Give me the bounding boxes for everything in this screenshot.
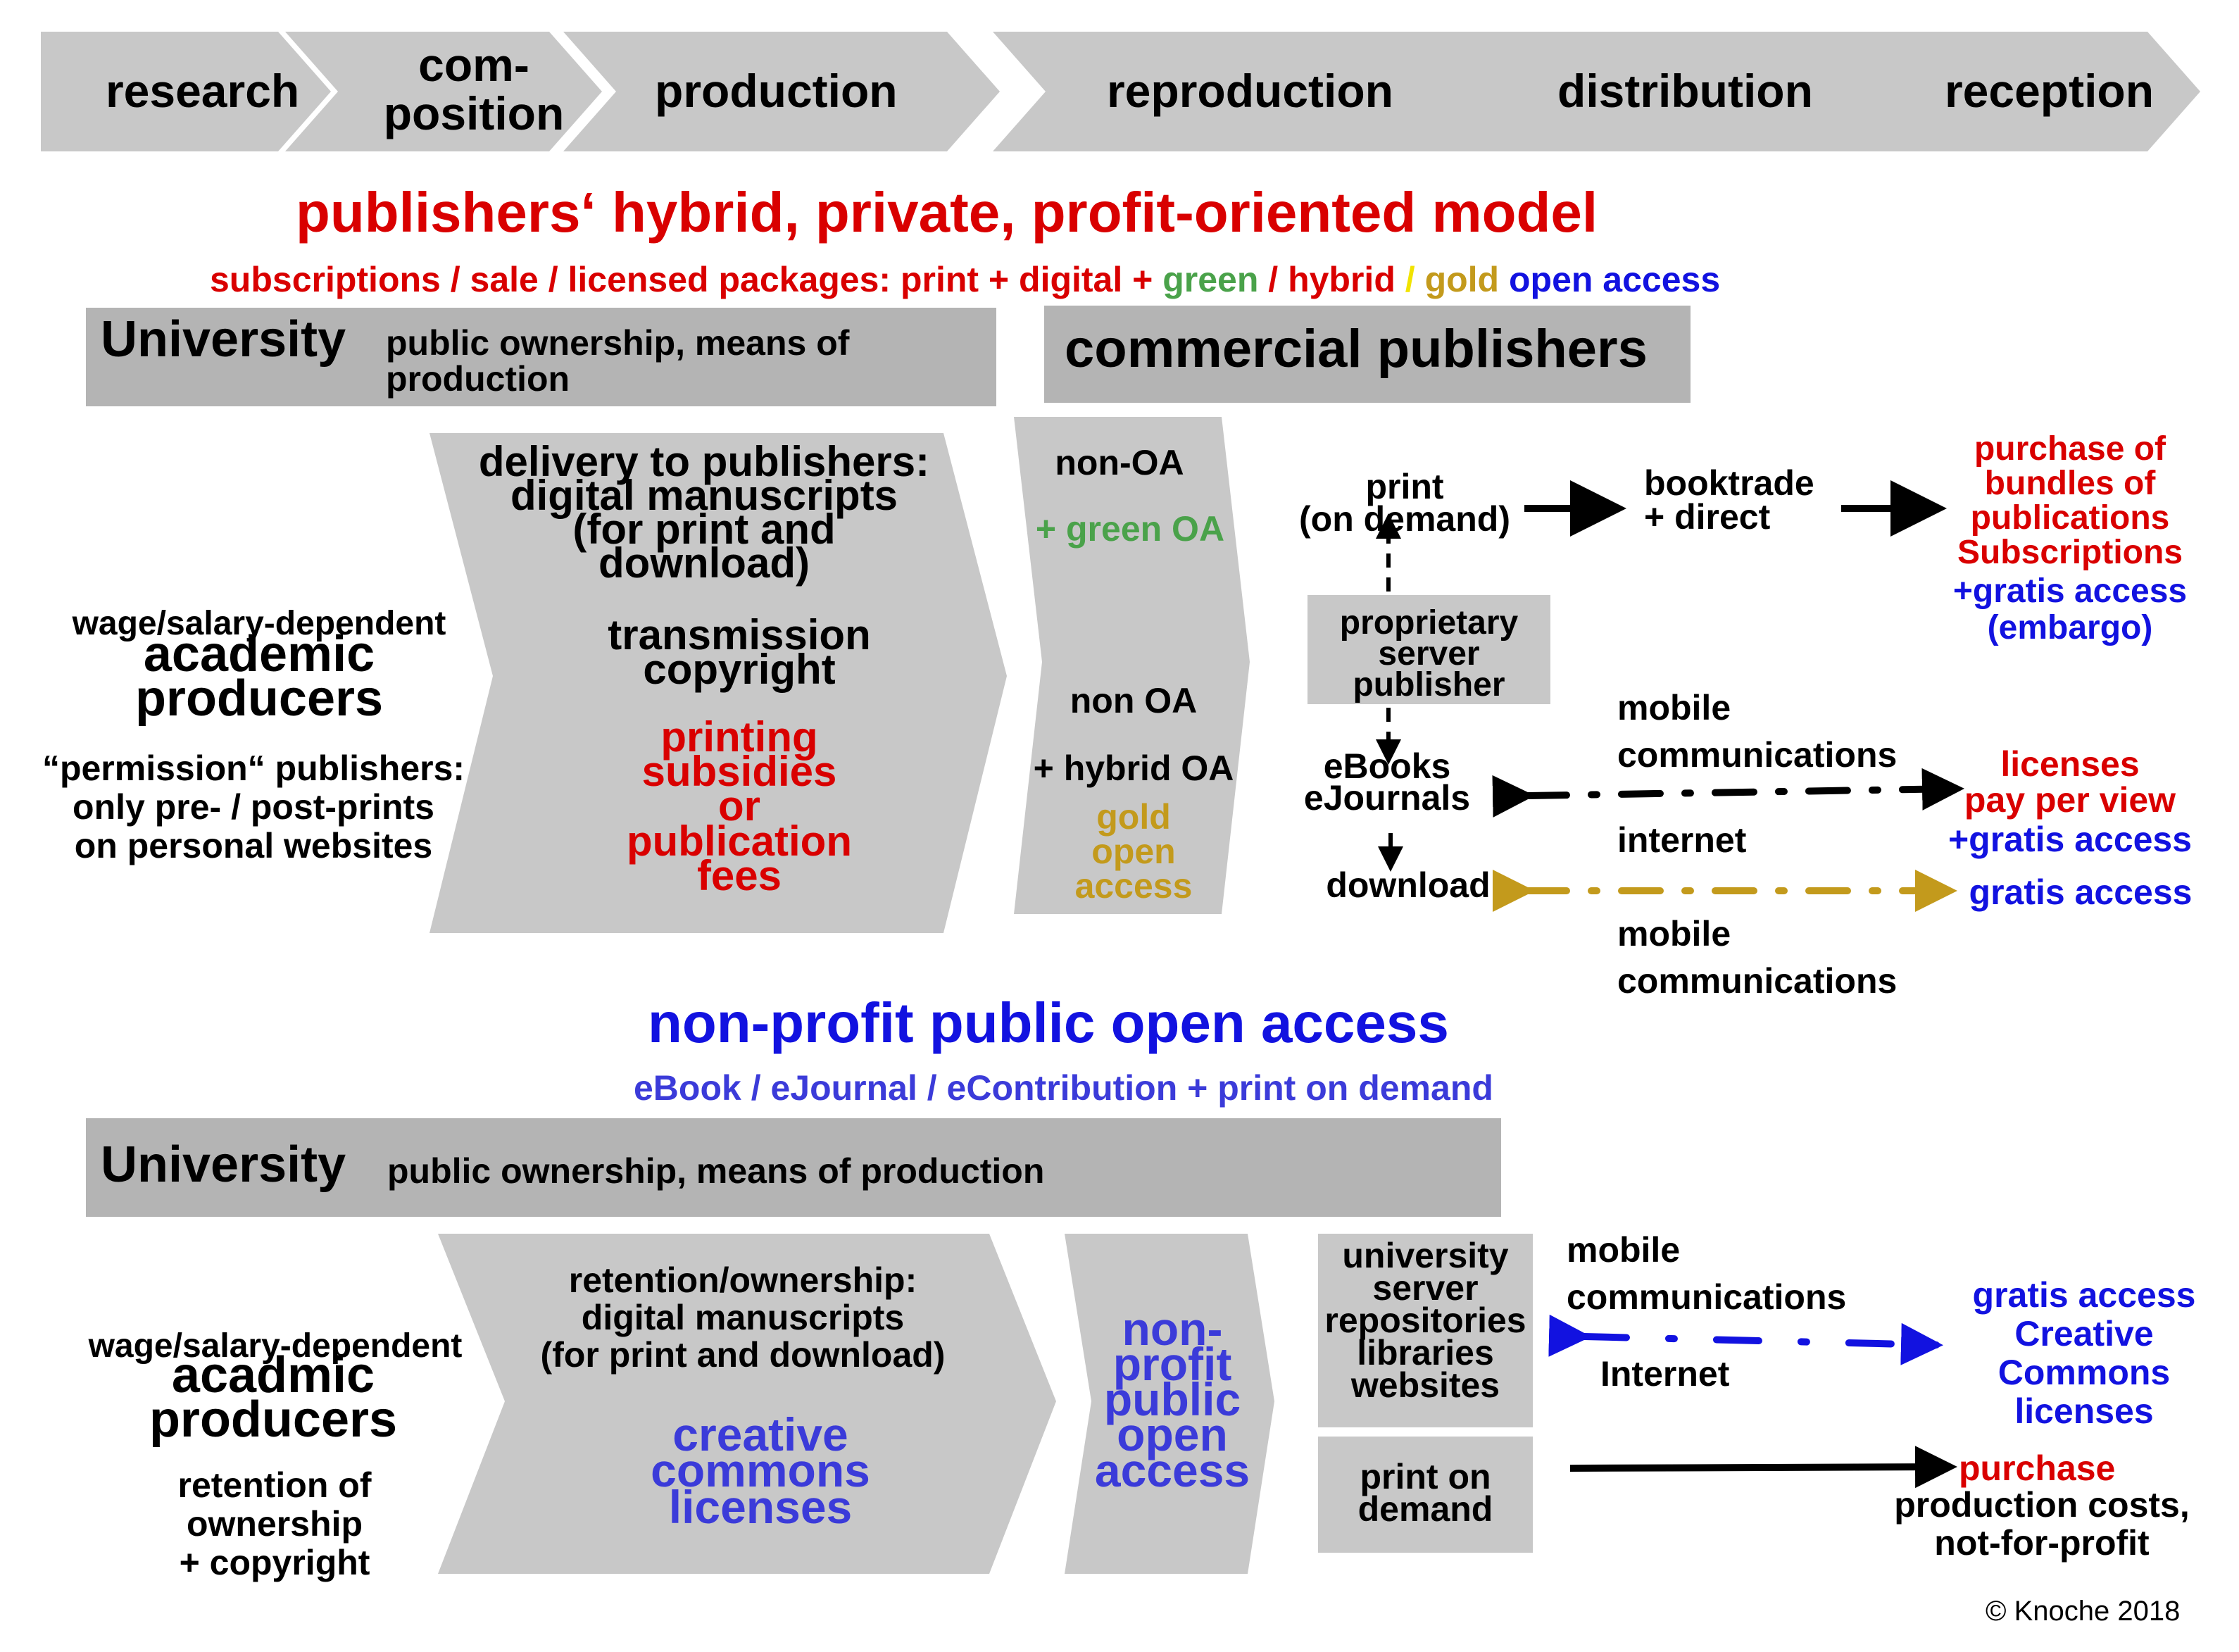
model1-title: publishers‘ hybrid, private, profit-orie… xyxy=(296,181,1598,244)
university-desc-1: public ownership, means of production xyxy=(386,323,850,399)
delivery-to-publishers: delivery to publishers: digital manuscri… xyxy=(478,438,930,587)
hybrid-oa: + hybrid OA xyxy=(1033,749,1234,788)
retention-manuscripts: retention/ownership: digital manuscripts… xyxy=(540,1260,946,1375)
print-on-demand-1: print (on demand) xyxy=(1299,467,1510,539)
print-on-demand-box xyxy=(1318,1437,1533,1553)
gratis-access-plus: +gratis access xyxy=(1948,820,2193,859)
subtitle-part-a: subscriptions / sale / licensed packages… xyxy=(210,260,1163,299)
oa-chevron-2 xyxy=(1065,1234,1274,1574)
production-chevron-1 xyxy=(429,433,1007,933)
licenses-pay-per-view: licenses pay per view xyxy=(1964,744,2176,820)
university-title-2: University xyxy=(101,1137,346,1193)
university-title-1: University xyxy=(101,311,346,368)
step-research: research xyxy=(106,65,300,117)
proprietary-server-box xyxy=(1307,595,1550,704)
proprietary-server-label: proprietary server publisher xyxy=(1339,604,1519,704)
producers-main-1: academic producers xyxy=(134,626,384,727)
purchase-2: purchase xyxy=(1959,1448,2116,1488)
mobile-communications-3: mobile communications xyxy=(1567,1230,1847,1317)
ebooks-ejournals: eBooks eJournals xyxy=(1303,746,1471,818)
gratis-access-embargo: +gratis access (embargo) xyxy=(1952,572,2188,646)
chevron-reception xyxy=(1873,32,2200,151)
producers-main-2: acadmic producers xyxy=(149,1347,398,1448)
model2-title: non-profit public open access xyxy=(648,991,1449,1054)
non-profit-public-open-access: non- profit public open access xyxy=(1094,1303,1250,1496)
university-server-label: university server repositories libraries… xyxy=(1324,1236,1526,1405)
non-oa-2: non OA xyxy=(1070,681,1198,720)
producers-top-2: wage/salary-dependent xyxy=(88,1327,463,1365)
step-reception: reception xyxy=(1945,65,2155,117)
production-costs: production costs, not-for-profit xyxy=(1894,1485,2190,1563)
oa-type-chevron-1 xyxy=(1014,417,1250,914)
permission-publishers: “permission“ publishers: only pre- / pos… xyxy=(42,749,465,865)
university-desc-2: public ownership, means of production xyxy=(387,1151,1045,1191)
non-oa-1: non-OA xyxy=(1055,443,1184,482)
arrow-server-gratis xyxy=(1548,1314,1943,1365)
model1-subtitle: subscriptions / sale / licensed packages… xyxy=(210,262,1720,297)
printing-subsidies: printing subsidies or publication fees xyxy=(627,713,852,899)
green-oa: + green OA xyxy=(1035,509,1225,549)
booktrade-direct: booktrade + direct xyxy=(1644,463,1814,537)
process-chevrons xyxy=(41,32,2200,151)
copyright-notice: © Knoche 2018 xyxy=(1986,1596,2181,1627)
chevron-research xyxy=(41,32,331,151)
commercial-publishers-bar xyxy=(1044,306,1691,403)
gold-open-access: gold open access xyxy=(1074,797,1193,906)
print-on-demand-2: print on demand xyxy=(1357,1457,1493,1529)
chevron-distribution xyxy=(1468,32,1929,151)
production-chevron-2 xyxy=(438,1234,1056,1574)
chevron-reproduction xyxy=(993,32,1524,151)
subtitle-hybrid: / hybrid xyxy=(1258,260,1405,299)
chevron-production xyxy=(563,32,1000,151)
step-distribution: distribution xyxy=(1557,65,1813,117)
creative-commons-licenses: creative commons licenses xyxy=(651,1408,870,1533)
arrow-print-purchase xyxy=(1569,1446,1957,1489)
step-composition: com- position xyxy=(383,39,565,140)
commercial-publishers-title: commercial publishers xyxy=(1065,319,1648,379)
subtitle-green: green xyxy=(1162,260,1259,299)
download-label: download xyxy=(1326,865,1491,905)
university-bar-2 xyxy=(86,1118,1501,1217)
step-reproduction: reproduction xyxy=(1107,65,1393,117)
chevron-composition xyxy=(285,32,602,151)
purchase-bundles: purchase of bundles of publications Subs… xyxy=(1957,430,2183,571)
model2-subtitle: eBook / eJournal / eContribution + print… xyxy=(634,1068,1493,1108)
retention-ownership-copyright: retention of ownership + copyright xyxy=(177,1465,372,1582)
mobile-communications-2: mobile communications xyxy=(1617,914,1898,1001)
step-production: production xyxy=(655,65,898,117)
arrow-ebooks-licenses xyxy=(1492,768,1964,818)
internet-2: Internet xyxy=(1600,1354,1730,1394)
university-bar-1 xyxy=(86,308,996,406)
mobile-communications-1: mobile communications xyxy=(1617,688,1898,775)
subtitle-gold: gold xyxy=(1415,260,1500,299)
subtitle-open-access: open access xyxy=(1499,260,1721,299)
subtitle-slash: / xyxy=(1405,260,1415,299)
transmission-copyright: transmission copyright xyxy=(608,611,871,694)
gratis-access-creative-commons: gratis access Creative Commons licenses xyxy=(1972,1275,2196,1431)
internet-1: internet xyxy=(1617,820,1747,860)
gratis-access-1: gratis access xyxy=(1969,872,2193,912)
university-server-box xyxy=(1318,1234,1533,1427)
producers-top-1: wage/salary-dependent xyxy=(72,605,446,642)
